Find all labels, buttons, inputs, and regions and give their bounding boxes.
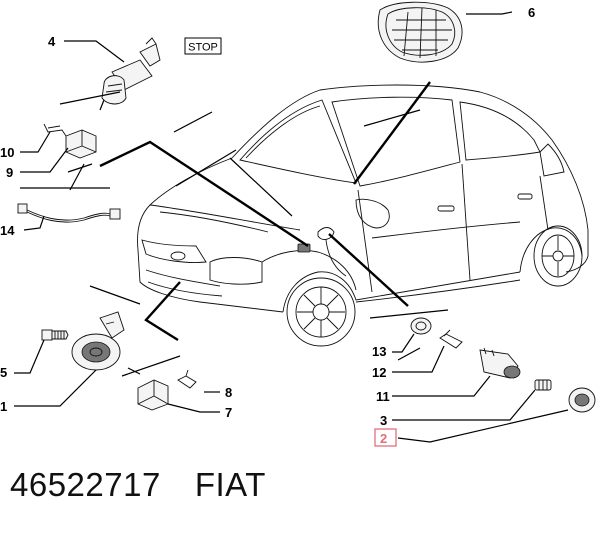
part-12-terminal: [439, 329, 463, 349]
leader-lines: [14, 11, 569, 443]
callout-14: 14: [0, 223, 15, 238]
callout-13: 13: [372, 344, 386, 359]
part-1-horn: [71, 311, 125, 371]
callout-12: 12: [372, 365, 386, 380]
footer-caption: 46522717 FIAT: [10, 466, 266, 504]
part-8-clip: [177, 369, 197, 389]
callout-11: 11: [376, 389, 390, 404]
part-7-block: [137, 379, 169, 411]
callout-8: 8: [225, 385, 232, 400]
part-4-switch: [101, 37, 161, 105]
callout-9: 9: [6, 165, 13, 180]
callout-2: 2: [380, 431, 387, 446]
stop-label: STOP: [188, 42, 218, 54]
part-number: 46522717: [10, 466, 161, 503]
callout-6: 6: [528, 5, 535, 20]
callout-4: 4: [48, 34, 56, 49]
callout-labels: 6 4 10 9 14 5 1 8 7 13 12 11 3 2: [0, 5, 535, 446]
stop-label-box: STOP: [184, 37, 222, 55]
part-9-block: [65, 129, 97, 159]
callout-7: 7: [225, 405, 232, 420]
part-2-cap: [568, 387, 596, 413]
callout-5: 5: [0, 365, 7, 380]
part-5-screw: [41, 329, 69, 341]
callout-3: 3: [380, 413, 387, 428]
part-10-bracket: [43, 123, 67, 137]
car-illustration: [137, 84, 589, 347]
highlight-box-2: [374, 428, 397, 447]
callout-1: 1: [0, 399, 7, 414]
connector-lines: [20, 81, 449, 377]
brand-name: FIAT: [194, 466, 266, 503]
callout-10: 10: [0, 145, 14, 160]
part-3-bulb: [534, 379, 552, 391]
part-14-cable: [17, 203, 121, 223]
part-11-socket: [479, 347, 521, 379]
part-6-grille: [377, 1, 463, 63]
part-13-bulbholder: [410, 317, 432, 335]
